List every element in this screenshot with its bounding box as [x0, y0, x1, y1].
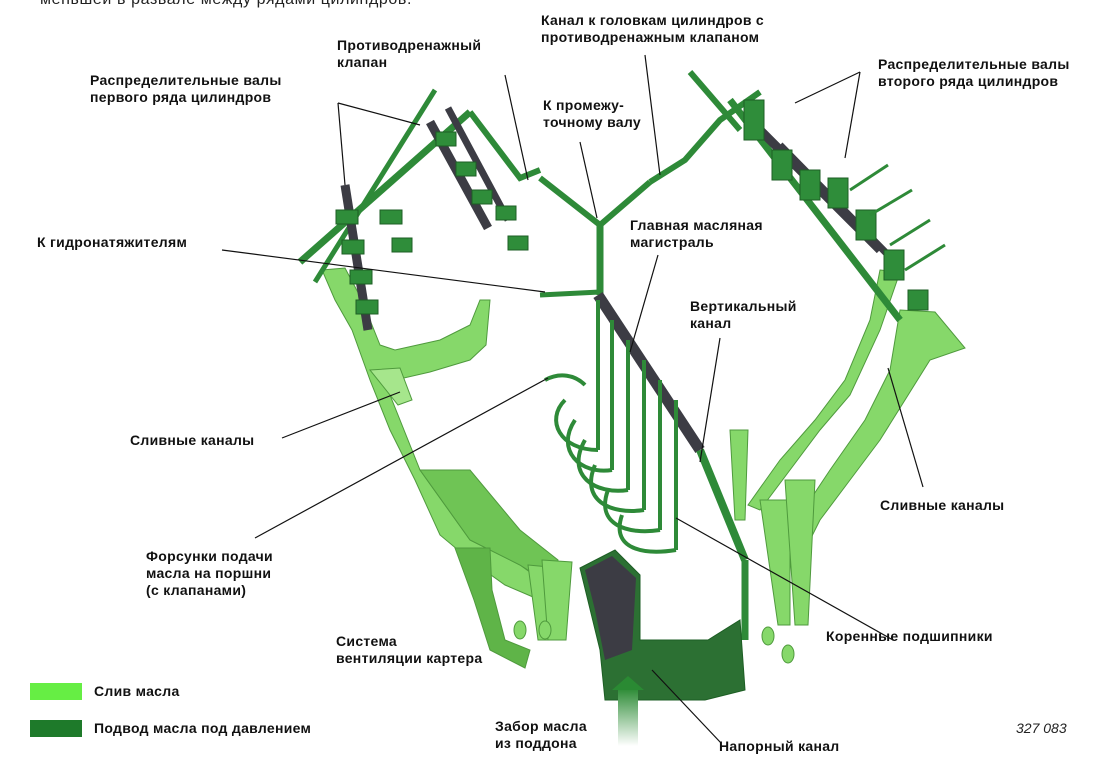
figure-number: 327 083: [1016, 720, 1067, 736]
legend-label-pressure: Подвод масла под давлением: [94, 720, 311, 737]
camshafts-row2-assembly: [650, 72, 945, 320]
label-crankcase-vent: Система вентиляции картера: [336, 633, 482, 667]
label-oil-pickup: Забор масла из поддона: [495, 718, 587, 752]
label-channel-heads: Канал к головкам цилиндров с противодрен…: [541, 12, 764, 46]
label-tensioners: К гидронатяжителям: [37, 234, 187, 251]
legend-swatch-pressure: [30, 720, 82, 737]
label-vertical-channel: Вертикальный канал: [690, 298, 797, 332]
drain-channels-left: [322, 268, 572, 668]
label-main-gallery: Главная масляная магистраль: [630, 217, 763, 251]
main-oil-gallery-assembly: [514, 178, 794, 746]
truncated-top-text: меньшей в развале между рядами цилиндров…: [40, 0, 412, 9]
label-intermediate-shaft: К промежу- точному валу: [543, 97, 641, 131]
label-piston-jets: Форсунки подачи масла на поршни (с клапа…: [146, 548, 273, 599]
label-drain-left: Сливные каналы: [130, 432, 254, 449]
label-main-bearings: Коренные подшипники: [826, 628, 993, 645]
label-pressure-channel: Напорный канал: [719, 738, 840, 755]
label-anti-drain-valve: Противодренажный клапан: [337, 37, 481, 71]
label-drain-right: Сливные каналы: [880, 497, 1004, 514]
legend-label-drain: Слив масла: [94, 683, 180, 700]
label-camshafts-row2: Распределительные валы второго ряда цили…: [878, 56, 1070, 90]
leader-lines: [222, 55, 923, 743]
label-camshafts-row1: Распределительные валы первого ряда цили…: [90, 72, 282, 106]
legend-swatch-drain: [30, 683, 82, 700]
